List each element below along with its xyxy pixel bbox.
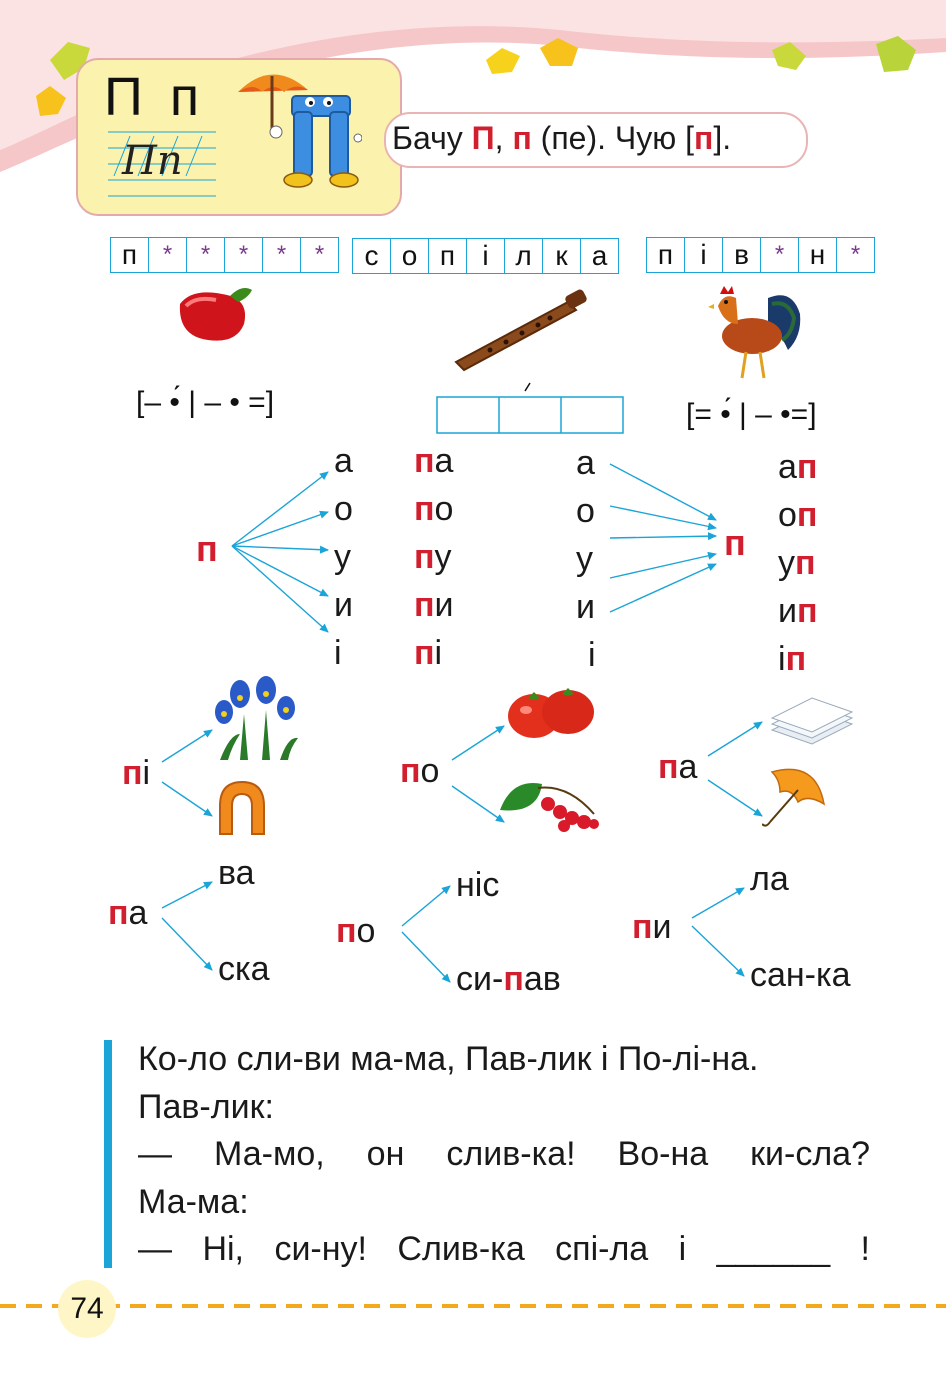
letter-cell: к	[543, 239, 581, 273]
consonant-right: п	[724, 522, 746, 563]
bubble-text: Бачу П, п (пе). Чую [п].	[392, 120, 732, 156]
consonant-left: п	[196, 528, 218, 569]
letter-mascot-icon	[238, 74, 362, 188]
closed-syllable: ип	[778, 592, 818, 630]
word-boxes-pepper: п * * * * *	[110, 237, 339, 273]
open-syllable: по	[414, 490, 454, 528]
vowel: і	[588, 636, 596, 674]
letter-cell: і	[685, 238, 723, 272]
dashed-footer-line	[0, 1304, 946, 1308]
branch-syllable: па	[658, 748, 698, 786]
vowel: и	[576, 588, 595, 626]
autumn-leaves-decoration	[36, 36, 916, 116]
sound-scheme-rooster: [= •́ | – •=]	[686, 398, 817, 431]
red-currant-icon	[500, 783, 599, 832]
open-syllable: па	[414, 442, 454, 480]
vowel: а	[334, 442, 353, 480]
letter-cell: *	[263, 238, 301, 272]
word-stem: па	[108, 894, 148, 932]
sound-scheme-pepper: [– •́ | – • =]	[136, 386, 275, 419]
word-boxes-rooster: п і в * н *	[646, 237, 875, 273]
page-number: 74	[58, 1280, 116, 1338]
word-ending: ніс	[456, 866, 500, 904]
letter-cell: *	[187, 238, 225, 272]
vowel: і	[334, 634, 342, 672]
reading-line: — Ні, си-ну! Слив-ка спі-ла і ______ !	[138, 1230, 870, 1268]
letter-cell: п	[429, 239, 467, 273]
vowel: о	[576, 492, 595, 530]
script-letter: Пп	[121, 138, 183, 184]
letter-cell: *	[850, 241, 861, 268]
letter-cell: л	[505, 239, 543, 273]
word-ending: ла	[750, 860, 789, 898]
word-boxes-flute: с о п і л к а	[352, 238, 619, 274]
word-ending: ска	[218, 950, 270, 988]
letter-cell: п	[111, 238, 149, 272]
letter-cell: *	[314, 241, 325, 268]
reading-passage: Ко-ло сли-ви ма-ма, Пав-лик і По-лі-на. …	[138, 1036, 870, 1274]
flute-icon	[454, 289, 587, 372]
letter-cell: *	[225, 238, 263, 272]
branch-syllable: пі	[122, 754, 151, 792]
word-stem: пи	[632, 908, 672, 946]
letter-cell: *	[761, 238, 799, 272]
closed-syllable: ап	[778, 448, 818, 486]
closed-syllable: іп	[778, 640, 807, 678]
vowel: а	[576, 444, 595, 482]
letter-cell: с	[353, 239, 391, 273]
letter-cell: н	[799, 238, 837, 272]
letter-cell: п	[647, 238, 685, 272]
umbrella-icon	[762, 768, 826, 827]
vowel: у	[576, 540, 593, 578]
reading-line: Пав-лик:	[138, 1087, 274, 1126]
handwriting-guide: Пп	[108, 131, 216, 197]
letter-cell: а	[591, 240, 608, 271]
printed-letter: П п	[104, 67, 206, 127]
closed-syllable: оп	[778, 496, 818, 534]
speech-bubble	[384, 112, 808, 168]
letter-cell: і	[467, 239, 505, 273]
rooster-icon	[708, 286, 801, 379]
word-ending: ва	[218, 854, 255, 892]
reading-line: Ко-ло сли-ви ма-ма, Пав-лик і По-лі-на.	[138, 1040, 759, 1078]
reading-bar	[104, 1040, 112, 1268]
horseshoe-icon	[219, 780, 265, 835]
paper-stack-icon	[770, 697, 854, 745]
syllable-arrows	[231, 463, 717, 633]
letter-cell: в	[723, 238, 761, 272]
tomato-icon	[508, 688, 594, 738]
branch-syllable: по	[400, 752, 440, 790]
vowel: и	[334, 586, 353, 624]
picture-branch-arrows	[161, 721, 763, 823]
open-syllable: пу	[414, 538, 452, 576]
letter-cell: о	[391, 239, 429, 273]
iris-flower-icon	[215, 676, 298, 760]
sound-scheme-flute	[436, 382, 624, 434]
vowel: о	[334, 490, 353, 528]
word-ending: сан-ка	[750, 956, 851, 994]
open-syllable: пи	[414, 586, 454, 624]
pepper-icon	[179, 288, 252, 341]
word-ending: си-пав	[456, 960, 561, 998]
word-stem: по	[336, 912, 376, 950]
reading-line: Ма-ма:	[138, 1182, 249, 1221]
open-syllable: пі	[414, 634, 443, 672]
reading-line: — Ма-мо, он слив-ка! Во-на ки-сла?	[138, 1135, 870, 1173]
vowel: у	[334, 538, 351, 576]
letter-cell: *	[149, 238, 187, 272]
word-branch-arrows	[161, 881, 745, 983]
closed-syllable: уп	[778, 544, 816, 582]
header-background	[0, 0, 946, 172]
